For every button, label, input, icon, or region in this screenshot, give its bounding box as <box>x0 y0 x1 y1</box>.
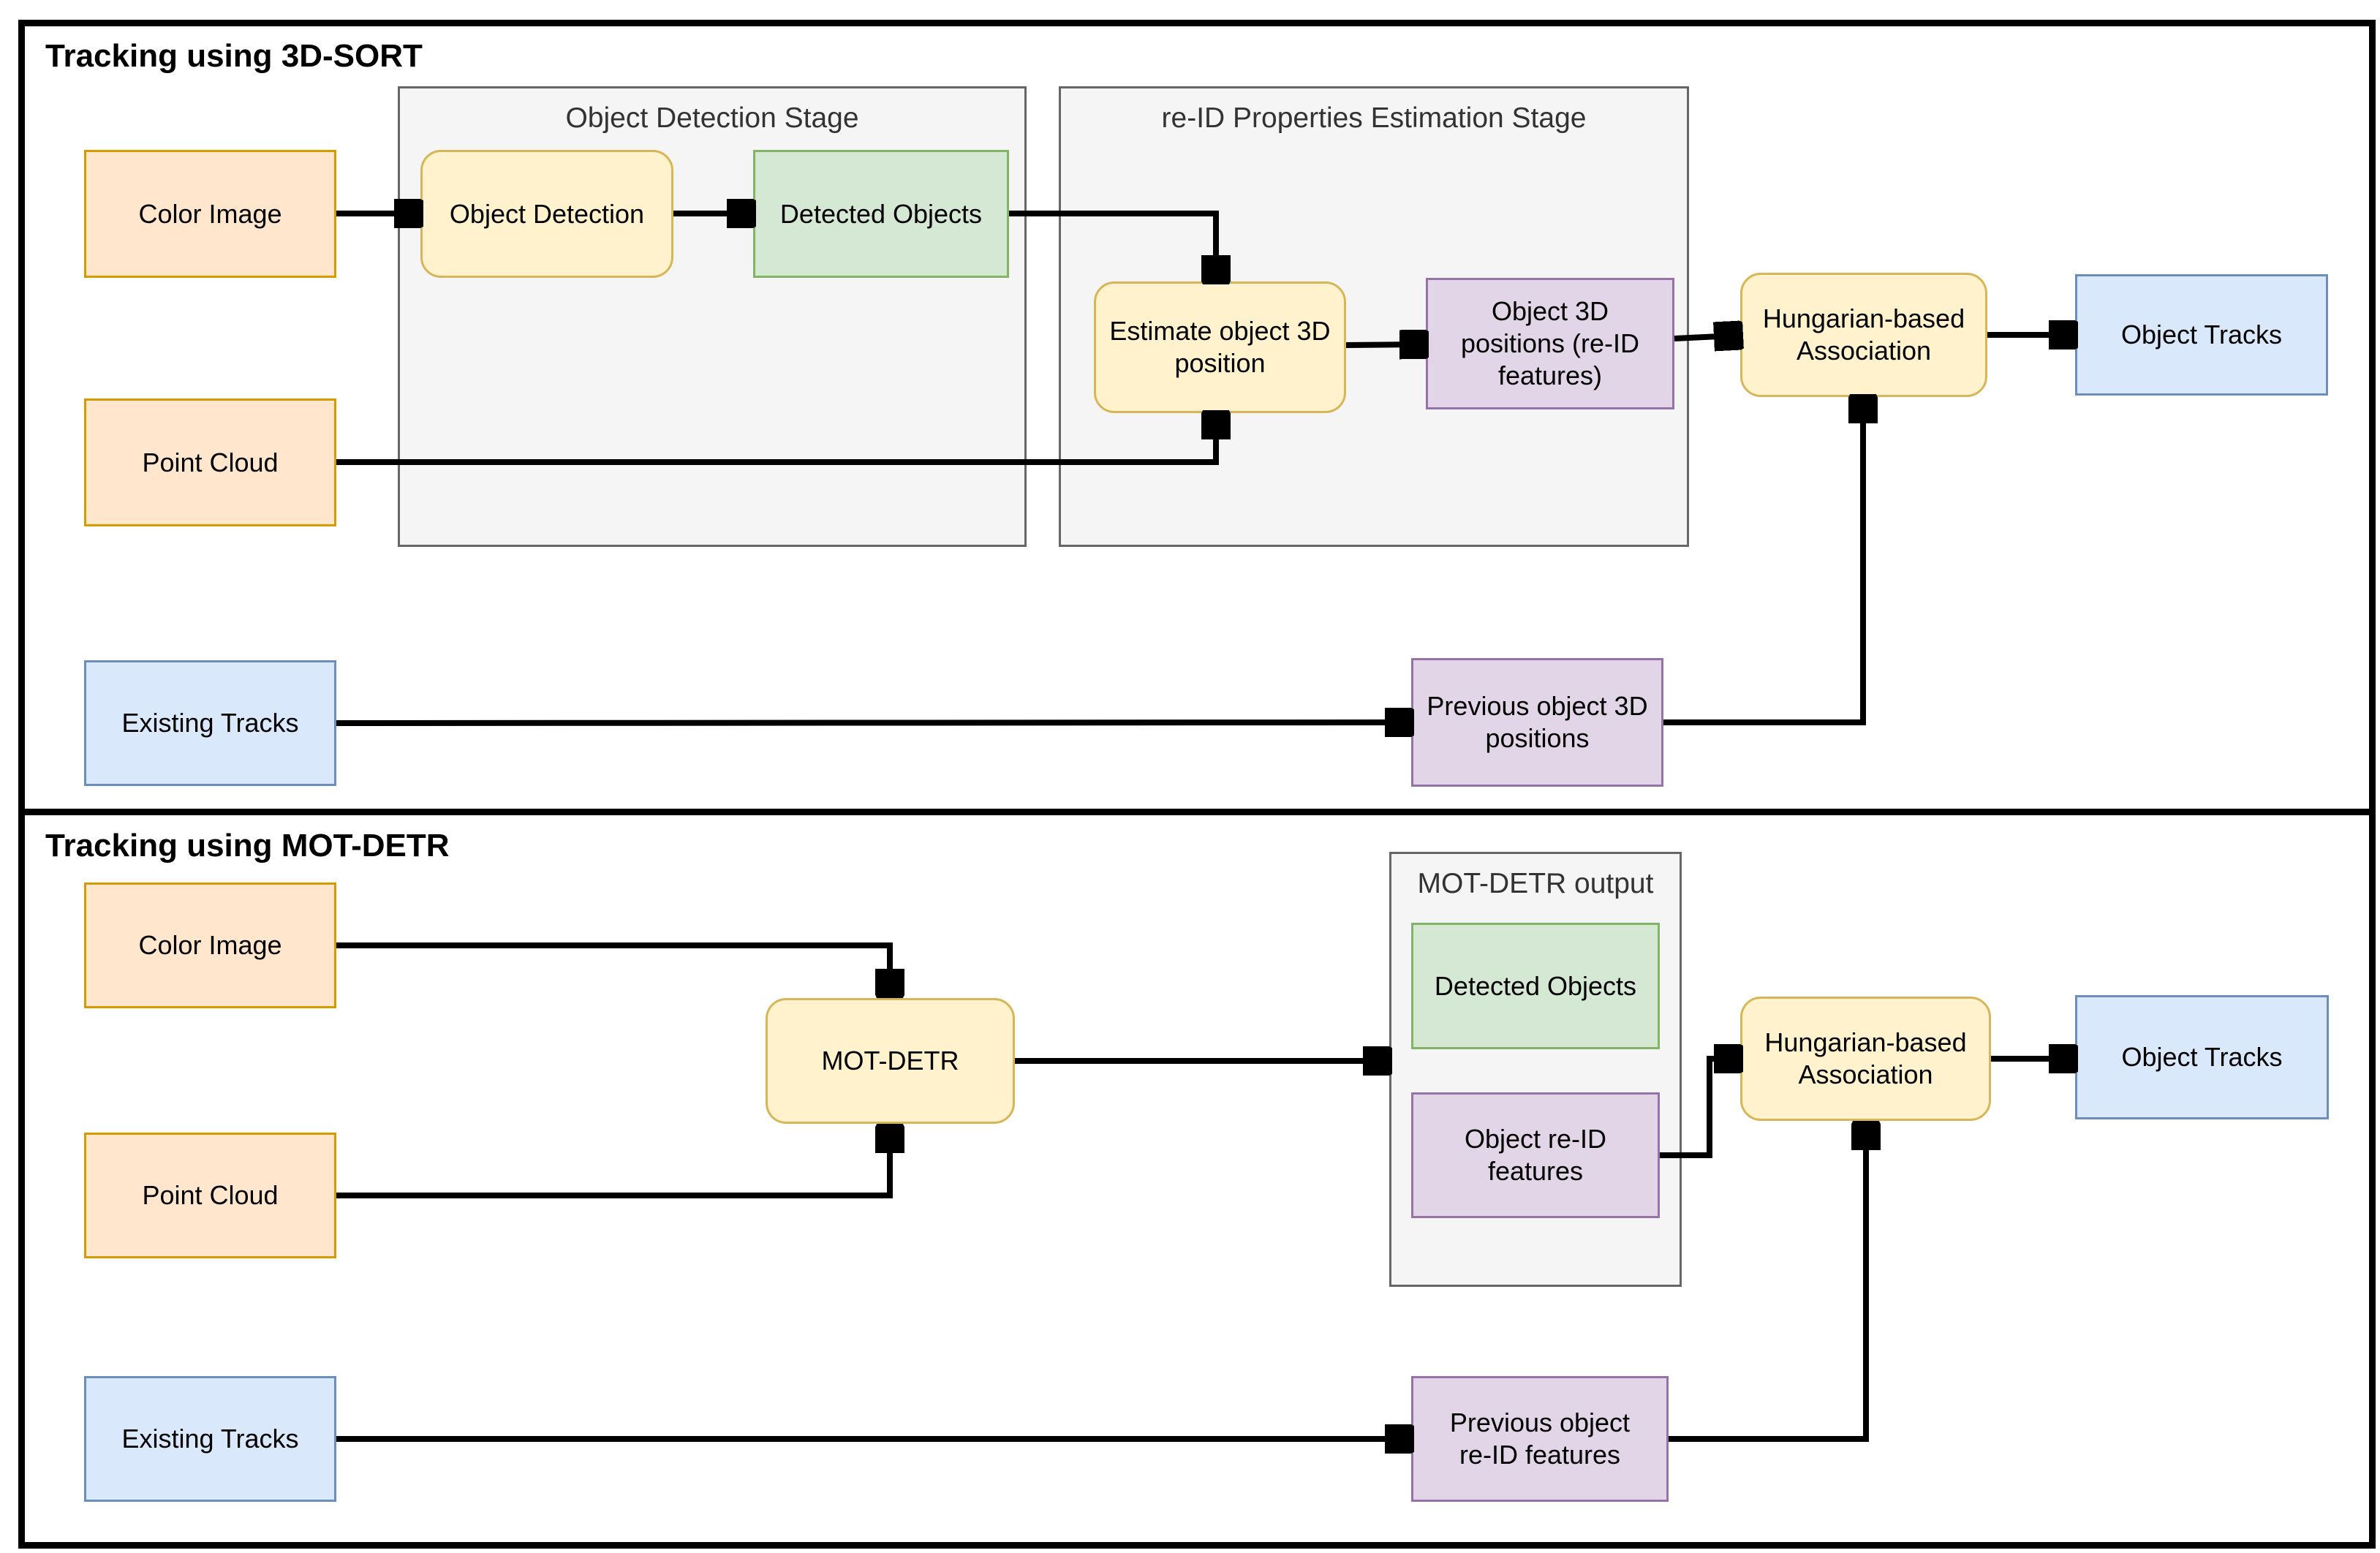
node-color-image-2: Color Image <box>84 883 336 1008</box>
node-color-image-1: Color Image <box>84 150 336 278</box>
node-point-cloud-2: Point Cloud <box>84 1133 336 1258</box>
node-estimate-object-3d-position: Estimate object 3D position <box>1094 281 1346 413</box>
node-previous-object-3d-positions: Previous object 3D positions <box>1411 658 1663 787</box>
section-title-3d-sort: Tracking using 3D-SORT <box>45 38 423 74</box>
section-mot-detr-frame <box>18 809 2376 1549</box>
container-label-object-detection-stage: Object Detection Stage <box>565 102 859 134</box>
node-object-3d-positions: Object 3D positions (re-ID features) <box>1426 278 1674 409</box>
node-object-tracks-2: Object Tracks <box>2075 995 2329 1119</box>
node-point-cloud-1: Point Cloud <box>84 398 336 526</box>
node-existing-tracks-1: Existing Tracks <box>84 660 336 786</box>
container-mot-detr-output <box>1389 852 1682 1287</box>
node-object-tracks-1: Object Tracks <box>2075 274 2328 396</box>
node-hungarian-association-2: Hungarian-based Association <box>1740 997 1991 1121</box>
node-existing-tracks-2: Existing Tracks <box>84 1376 336 1502</box>
node-detected-objects-2: Detected Objects <box>1411 923 1660 1049</box>
node-previous-object-reid-features: Previous object re-ID features <box>1411 1376 1669 1502</box>
container-label-reid-properties-stage: re-ID Properties Estimation Stage <box>1161 102 1587 134</box>
node-hungarian-association-1: Hungarian-based Association <box>1740 273 1987 397</box>
node-object-detection: Object Detection <box>420 150 673 278</box>
node-mot-detr: MOT-DETR <box>766 998 1015 1124</box>
node-detected-objects-1: Detected Objects <box>753 150 1009 278</box>
section-title-mot-detr: Tracking using MOT-DETR <box>45 828 450 864</box>
node-object-reid-features: Object re-ID features <box>1411 1092 1660 1218</box>
container-label-mot-detr-output: MOT-DETR output <box>1417 868 1654 899</box>
